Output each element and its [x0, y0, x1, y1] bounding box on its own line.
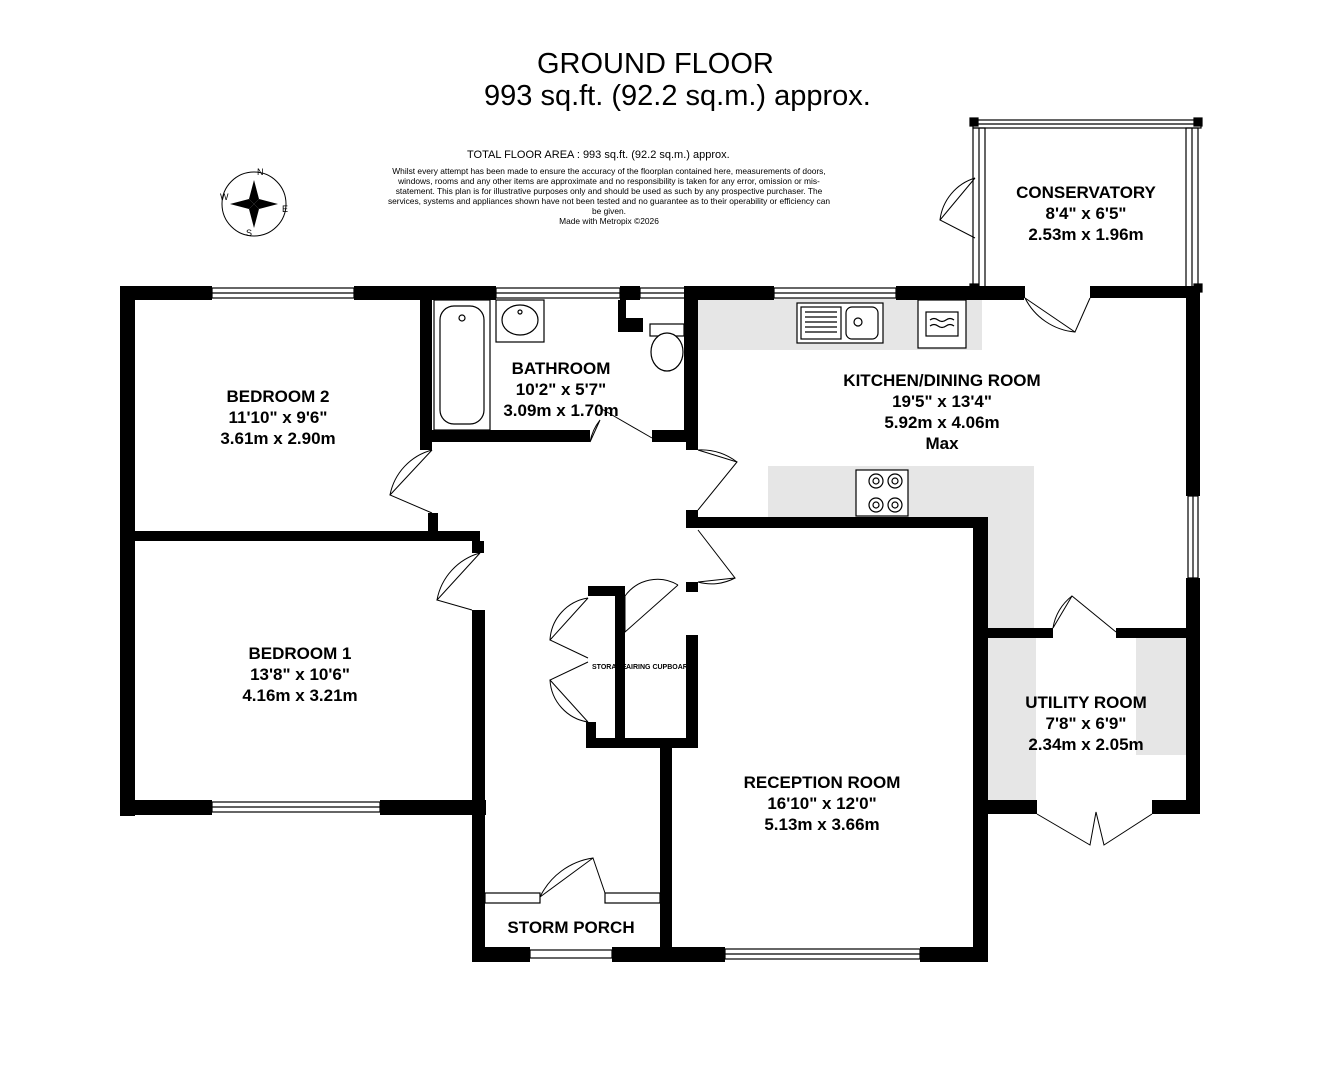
hob-icon [855, 469, 909, 517]
room-metric: 4.16m x 3.21m [242, 686, 358, 705]
toilet-icon [649, 323, 685, 372]
windows [211, 287, 1199, 960]
floor-title: GROUND FLOOR [537, 48, 774, 80]
compass-w: W [220, 192, 229, 202]
room-imperial: 11'10" x 9'6" [228, 408, 328, 427]
room-metric: 5.92m x 4.06m [884, 413, 1000, 432]
total-floor-area: TOTAL FLOOR AREA : 993 sq.ft. (92.2 sq.m… [467, 149, 730, 161]
walls [120, 286, 1200, 962]
disclaimer: Whilst every attempt has been made to en… [384, 166, 834, 226]
floor-area: 993 sq.ft. (92.2 sq.m.) approx. [484, 80, 871, 112]
room-imperial: 7'8" x 6'9" [1045, 714, 1127, 733]
room-metric: 2.34m x 2.05m [1028, 735, 1144, 754]
room-metric: 2.53m x 1.96m [1028, 225, 1144, 244]
compass-s: S [246, 228, 253, 238]
room-bathroom: BATHROOM 10'2" x 5'7" 3.09m x 1.70m [503, 358, 618, 421]
room-metric: 3.09m x 1.70m [503, 401, 619, 420]
sink-icon [495, 299, 545, 343]
room-metric: 5.13m x 3.66m [764, 815, 880, 834]
room-name: RECEPTION ROOM [743, 773, 901, 792]
room-note: Max [925, 434, 959, 453]
room-name: BEDROOM 2 [226, 387, 330, 406]
conservatory-frame [969, 117, 1203, 293]
room-name: STORM PORCH [507, 918, 635, 937]
room-imperial: 10'2" x 5'7" [515, 380, 607, 399]
compass-n: N [257, 167, 264, 177]
room-metric: 3.61m x 2.90m [220, 429, 336, 448]
airing-cupboard-label: AIRING CUPBOARD [626, 664, 686, 671]
room-name: KITCHEN/DINING ROOM [843, 371, 1041, 390]
room-bedroom-1: BEDROOM 1 13'8" x 10'6" 4.16m x 3.21m [242, 643, 357, 706]
storage-label: STORAGE [592, 664, 627, 671]
disclaimer-text: Whilst every attempt has been made to en… [387, 166, 831, 216]
kitchen-sink-icon [796, 302, 884, 344]
appliance-icon [917, 299, 967, 349]
room-name: CONSERVATORY [1016, 183, 1156, 202]
door-swings [389, 177, 1153, 898]
room-conservatory: CONSERVATORY 8'4" x 6'5" 2.53m x 1.96m [1016, 182, 1156, 245]
room-kitchen-dining: KITCHEN/DINING ROOM 19'5" x 13'4" 5.92m … [843, 370, 1040, 454]
bath-icon [433, 299, 491, 431]
room-name: BEDROOM 1 [248, 644, 352, 663]
room-imperial: 13'8" x 10'6" [250, 665, 350, 684]
room-bedroom-2: BEDROOM 2 11'10" x 9'6" 3.61m x 2.90m [220, 386, 335, 449]
room-name: UTILITY ROOM [1025, 693, 1147, 712]
room-storm-porch: STORM PORCH [507, 917, 634, 938]
room-reception: RECEPTION ROOM 16'10" x 12'0" 5.13m x 3.… [744, 772, 901, 835]
room-imperial: 19'5" x 13'4" [892, 392, 992, 411]
room-imperial: 16'10" x 12'0" [767, 794, 877, 813]
compass-rose-icon [221, 171, 287, 237]
compass-e: E [282, 204, 289, 214]
credit-text: Made with Metropix ©2026 [559, 216, 659, 226]
room-imperial: 8'4" x 6'5" [1045, 204, 1127, 223]
room-utility: UTILITY ROOM 7'8" x 6'9" 2.34m x 2.05m [1025, 692, 1147, 755]
room-name: BATHROOM [511, 359, 611, 378]
